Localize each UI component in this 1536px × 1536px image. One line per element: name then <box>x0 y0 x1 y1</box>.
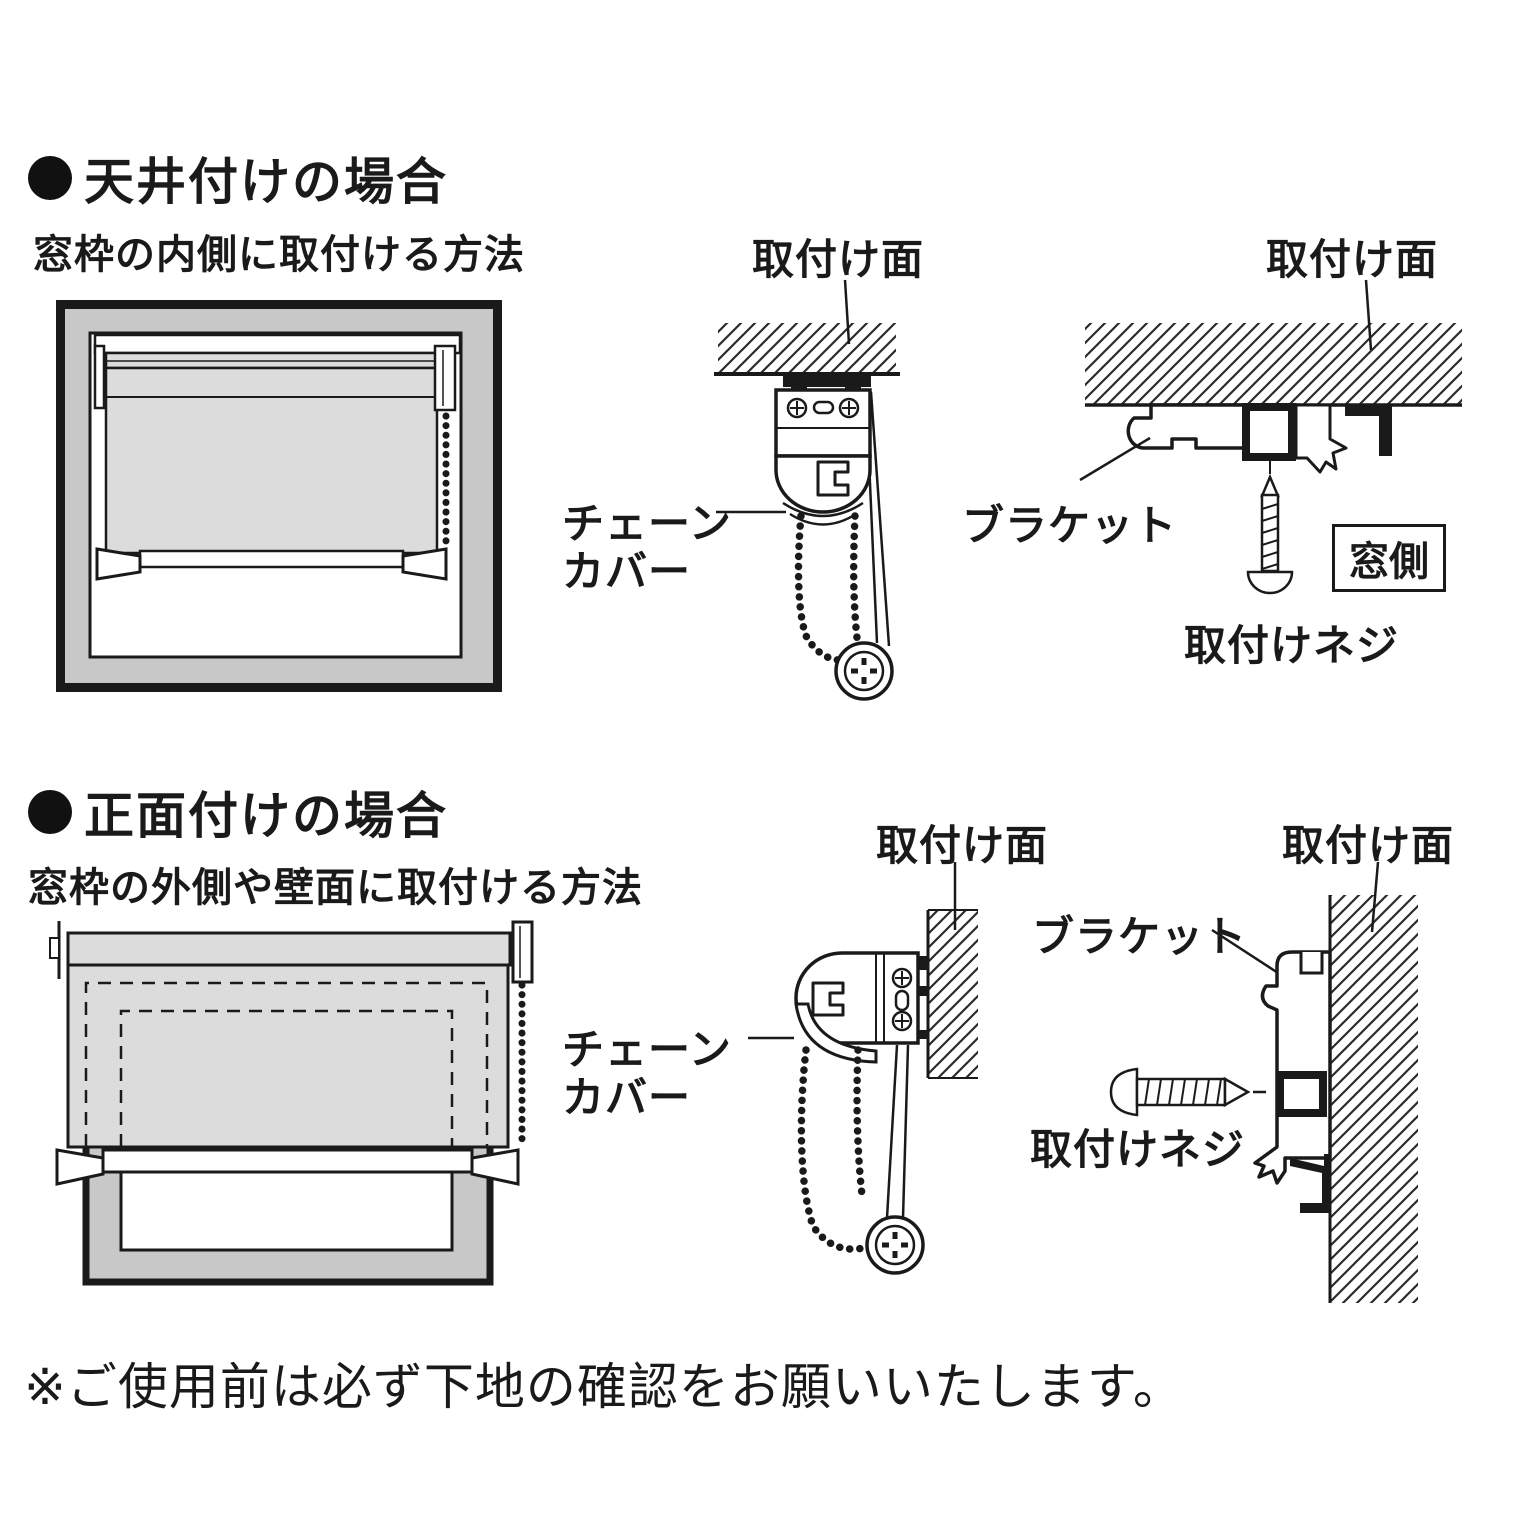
chain-pull-icon <box>865 1215 925 1275</box>
window-diagram-ceiling-mount <box>56 300 502 692</box>
chain-cover-shape <box>794 1002 878 1064</box>
mechanism-side-view-front-mount <box>748 862 978 1275</box>
label-chain-cover: チェーン <box>562 1026 732 1073</box>
label-mount-screw: 取付けネジ <box>1184 622 1400 669</box>
leader-line <box>843 279 851 345</box>
section-subtitle-front-mount: 窓枠の外側や壁面に取付ける方法 <box>28 866 643 910</box>
leader-line <box>1079 436 1151 482</box>
section-heading-text: 正面付けの場合 <box>84 788 448 844</box>
bracket-shape <box>1253 950 1332 1185</box>
bracket-detail-front-mount <box>1109 861 1418 1303</box>
label-chain-cover: カバー <box>562 548 692 595</box>
label-mount-surface: 取付け面 <box>1282 822 1455 869</box>
mounting-screw-icon <box>1246 461 1294 595</box>
label-chain-cover: チェーン <box>562 500 732 547</box>
chain-pull-icon <box>834 641 894 701</box>
section-heading-front-mount: 正面付けの場合 <box>28 776 448 848</box>
label-mount-screw: 取付けネジ <box>1030 1126 1246 1173</box>
section-heading-text: 天井付けの場合 <box>84 154 448 210</box>
label-mount-surface: 取付け面 <box>876 822 1049 869</box>
section-bullet-icon <box>28 790 72 834</box>
label-chain-cover: カバー <box>562 1074 692 1121</box>
section-heading-ceiling-mount: 天井付けの場合 <box>28 142 448 214</box>
section-subtitle-ceiling-mount: 窓枠の内側に取付ける方法 <box>33 233 525 277</box>
mechanism-side-view-ceiling-mount <box>714 279 900 701</box>
window-diagram-front-mount <box>49 920 534 1286</box>
label-mount-surface: 取付け面 <box>1266 236 1439 283</box>
label-bracket: ブラケット <box>962 502 1178 549</box>
hook-icon <box>811 981 845 1017</box>
mounting-screw-icon <box>1109 1067 1266 1117</box>
screw-heads-icon <box>786 397 860 419</box>
label-bracket: ブラケット <box>1032 913 1248 960</box>
bead-chain-icon <box>853 1046 866 1199</box>
bead-chain-icon <box>797 1046 872 1253</box>
bracket-detail-ceiling-mount <box>1079 279 1462 595</box>
leader-line <box>1370 861 1380 933</box>
section-bullet-icon <box>28 156 72 200</box>
leader-line <box>1364 279 1373 351</box>
hook-icon <box>816 460 850 497</box>
label-mount-surface: 取付け面 <box>752 236 925 283</box>
bead-chain-icon <box>849 512 861 642</box>
bead-chain-icon <box>794 512 842 664</box>
footnote-text: ※ご使用前は必ず下地の確認をお願いいたします。 <box>24 1359 1184 1415</box>
label-window-side: 窓側 <box>1332 524 1446 592</box>
screw-heads-icon <box>891 967 913 1032</box>
